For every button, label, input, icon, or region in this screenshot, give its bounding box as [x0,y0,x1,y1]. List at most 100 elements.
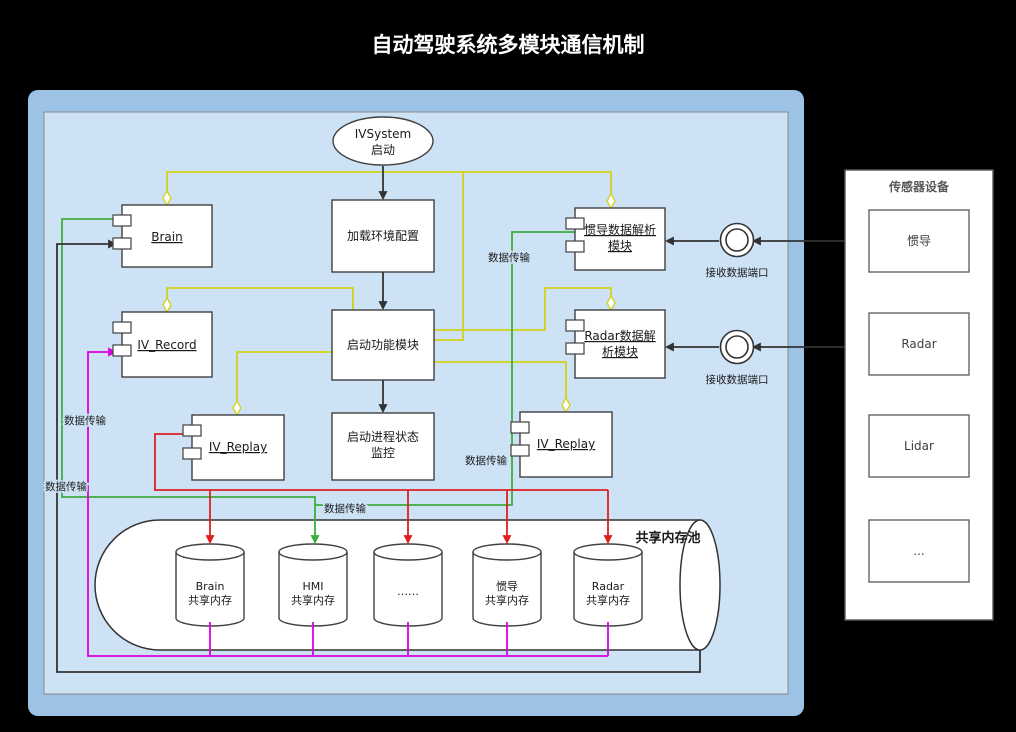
cylinder-label: 共享内存 [586,593,630,607]
cylinder-label: 共享内存 [485,593,529,607]
sensor-label-radar: Radar [901,337,936,351]
green-link-brain-to-hmi-memory [61,218,320,545]
receive-port-1: 接收数据端口 [706,222,769,279]
component-tab [565,217,585,230]
component-tab [565,319,585,332]
component-tab [565,240,585,253]
radar-parser-box [574,309,666,379]
sensor-label-lidar: Lidar [904,439,934,453]
cylinder-label: HMI [302,580,323,593]
data-transfer-label: 数据传输 [465,454,507,467]
data-transfer-labels: 数据传输 数据传输 数据传输 数据传输 数据传输 [44,250,532,517]
cylinder-top [373,543,443,561]
component-tab [565,342,585,355]
start-ellipse [332,116,434,166]
sensor-box-radar [868,312,970,376]
cylinder-label: …… [397,585,419,598]
component-tab [510,421,530,434]
sensor-panel: 传感器设备 惯导 Radar Lidar ... [844,169,994,621]
sensor-box-ins [868,209,970,273]
radar-parser-component: Radar数据解 析模块 [565,309,666,379]
brain-label: Brain [151,230,182,244]
radar-parser-label: 析模块 [602,345,638,359]
cylinder-label: 惯导 [496,579,518,593]
cylinder-label: Radar [592,580,625,593]
ins-parser-box [574,207,666,271]
shared-memory-pool: 共享内存池 Brain 共享内存 HMI 共享内存 …… 惯导 共享内存 [94,519,721,651]
memory-cylinder-ellipsis: …… [373,543,443,627]
memory-cylinder-ins: 惯导 共享内存 [472,543,542,627]
cylinder-top [472,543,542,561]
start-modules-box [331,309,435,381]
start-label: 启动 [371,143,395,157]
memory-cylinder-brain: Brain 共享内存 [175,543,245,627]
ins-parser-label: 惯导数据解析 [584,222,656,237]
pool-title: 共享内存池 [635,530,700,546]
iv-record-box [121,311,213,378]
start-node: IVSystem 启动 [332,116,434,166]
yellow-link-iv-record [167,287,354,310]
iv-replay-left-box [191,414,285,481]
page-title: 自动驾驶系统多模块通信机制 [372,33,645,57]
component-tab [112,321,132,334]
component-tab [112,214,132,227]
sensor-box-lidar [868,414,970,478]
cylinder-top [573,543,643,561]
cylinder-label: 共享内存 [188,593,232,607]
yellow-link-iv-replay-left [237,351,332,401]
cylinder-label: 共享内存 [291,593,335,607]
brain-component: Brain [112,204,213,268]
cylinder-top [278,543,348,561]
port-1-label: 接收数据端口 [706,266,769,279]
yellow-link-ins-parser [463,171,611,194]
connectors [56,166,869,673]
start-label: IVSystem [355,127,412,141]
iv-replay-right-box [519,411,613,478]
yellow-link-iv-replay-right [434,361,566,398]
green-link-ins-parser-to-hmi-memory [315,231,575,506]
component-tab [510,444,530,457]
radar-parser-label: Radar数据解 [584,328,655,343]
iv-replay-left-component: IV_Replay [182,414,285,481]
cylinder-label: Brain [196,580,225,593]
process-monitor-node: 启动进程状态 监控 [331,412,435,481]
start-modules-node: 启动功能模块 [331,309,435,381]
sensor-box-other [868,519,970,583]
black-link-pool-to-brain [56,239,701,673]
data-transfer-label: 数据传输 [64,414,106,427]
sensor-panel-title: 传感器设备 [888,179,950,194]
receive-port-2: 接收数据端口 [706,329,769,386]
load-config-box [331,199,435,273]
ins-parser-component: 惯导数据解析 模块 [565,207,666,271]
load-config-label: 加载环境配置 [347,228,419,243]
data-transfer-label: 数据传输 [324,502,366,515]
magenta-link-to-iv-record [87,347,608,657]
start-modules-label: 启动功能模块 [347,338,419,352]
sensor-label-ins: 惯导 [907,233,931,248]
cylinder-top [175,543,245,561]
component-tab [112,237,132,250]
port-inner-circle [725,335,749,359]
iv-record-label: IV_Record [137,338,196,352]
port-2-label: 接收数据端口 [706,373,769,386]
red-link-main [154,433,608,491]
memory-cylinder-radar: Radar 共享内存 [573,543,643,627]
component-tab [112,344,132,357]
yellow-link-radar-parser [434,287,611,331]
load-config-node: 加载环境配置 [331,199,435,273]
component-tab [182,447,202,460]
iv-replay-right-component: IV_Replay [510,411,613,478]
ins-parser-label: 模块 [608,239,632,253]
component-tab [182,424,202,437]
iv-record-component: IV_Record [112,311,213,378]
data-transfer-label: 数据传输 [488,251,530,264]
data-transfer-label: 数据传输 [45,480,87,493]
process-monitor-label: 启动进程状态 [347,429,419,444]
port-inner-circle [725,228,749,252]
memory-cylinder-hmi: HMI 共享内存 [278,543,348,627]
process-monitor-label: 监控 [371,446,395,460]
process-monitor-box [331,412,435,481]
brain-box [121,204,213,268]
